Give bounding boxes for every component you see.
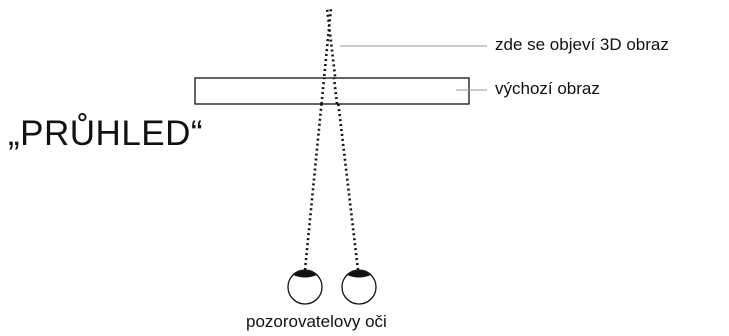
- left-line-of-sight-in-box: [320, 77, 326, 105]
- label-3d-image: zde se objeví 3D obraz: [495, 35, 669, 54]
- left-eye-icon: [287, 269, 323, 305]
- left-line-of-sight: [303, 7, 333, 271]
- source-image-rect: [194, 77, 470, 105]
- diagram-title: „PRŮHLED“: [8, 114, 204, 153]
- right-line-of-sight-in-box: [332, 77, 339, 105]
- label-source-image: výchozí obraz: [495, 79, 600, 98]
- label-observer-eyes: pozorovatelovy oči: [246, 312, 387, 331]
- right-line-of-sight: [325, 7, 360, 271]
- right-eye-icon: [341, 269, 377, 305]
